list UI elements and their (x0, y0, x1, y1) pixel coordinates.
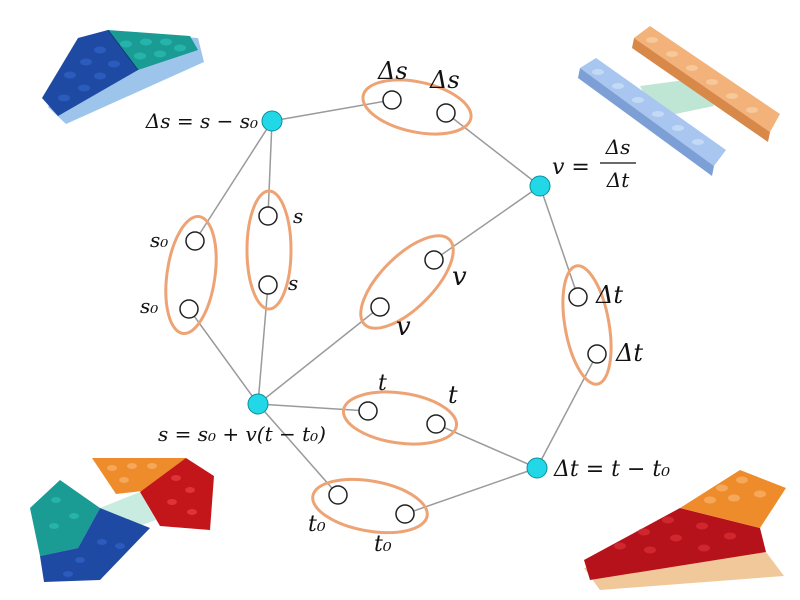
variable-label: v (396, 312, 411, 342)
variable-label: s (288, 271, 298, 295)
edge (435, 423, 538, 469)
variable-node (185, 231, 205, 251)
variable-node (358, 401, 378, 421)
group-ellipse-v (359, 234, 455, 330)
variable-label: v (452, 262, 467, 292)
equation-velocity-numerator: Δs (605, 135, 631, 159)
variable-label: t (378, 371, 387, 396)
equation-velocity-lhs: v = (552, 155, 590, 180)
variable-label: t₀ (374, 532, 392, 557)
brick-base-edge (584, 552, 784, 590)
variable-node (179, 299, 199, 319)
edge (445, 112, 541, 187)
variable-label: Δs (429, 66, 460, 94)
edge (257, 403, 339, 496)
variable-label: t (448, 381, 458, 409)
variable-groups (164, 78, 613, 535)
variable-node (395, 504, 415, 524)
variable-node (258, 206, 278, 226)
edge (536, 353, 598, 469)
edge (539, 185, 579, 298)
brick-illustration-top-right (578, 26, 780, 176)
group-ellipse-s (245, 189, 293, 311)
brick-red-piece (584, 508, 766, 580)
hub-node-velocity (529, 175, 551, 197)
variable-label: s₀ (140, 294, 158, 318)
hub-node-delta-s (261, 110, 283, 132)
brick-illustration-bottom-right (584, 470, 786, 590)
group-ellipse-t (341, 390, 459, 446)
brick-blue-piece (40, 508, 150, 582)
equation-hubs (247, 110, 551, 479)
edge (433, 185, 541, 261)
hub-node-delta-t (526, 457, 548, 479)
variable-node (568, 287, 588, 307)
group-ellipse-s0 (164, 214, 218, 336)
equation-delta-s: Δs = s − s₀ (145, 109, 258, 133)
variable-node (328, 485, 348, 505)
brick-blue-piece (42, 30, 138, 116)
brick-illustration-bottom-left (30, 458, 214, 582)
variable-label: Δt (595, 281, 623, 309)
equation-labels: Δs = s − s₀ v = Δs Δt s = s₀ + v(t − t₀)… (145, 109, 670, 482)
variable-label: Δs (377, 57, 408, 85)
equation-position: s = s₀ + v(t − t₀) (158, 422, 326, 446)
edge (257, 306, 381, 405)
variable-node (424, 250, 444, 270)
hub-node-position (247, 393, 269, 415)
brick-studs (58, 46, 120, 102)
variable-label: t₀ (308, 512, 326, 537)
variable-node (382, 90, 402, 110)
variable-node (370, 297, 390, 317)
variable-node (587, 344, 607, 364)
variable-nodes (179, 90, 607, 524)
variable-label: Δt (615, 339, 643, 367)
variable-label: s (293, 204, 303, 228)
edge (257, 403, 369, 412)
graph-edges (188, 99, 598, 515)
variable-label: s₀ (150, 228, 168, 252)
edge (188, 308, 259, 405)
group-ellipse-ds (361, 78, 473, 136)
variable-node (436, 103, 456, 123)
group-ellipse-t0 (311, 477, 429, 535)
brick-teal-piece (30, 480, 100, 556)
variable-node (258, 275, 278, 295)
variable-node (426, 414, 446, 434)
equation-delta-t: Δt = t − t₀ (553, 457, 670, 482)
variable-labels: Δs Δs s₀ s₀ s s v v Δt Δt t t t₀ t₀ (140, 57, 643, 557)
equation-velocity-denominator: Δt (606, 168, 630, 192)
edge (267, 120, 273, 217)
edge (271, 99, 393, 122)
edge (404, 467, 538, 515)
edge (257, 284, 269, 405)
group-ellipse-dt (561, 264, 613, 386)
brick-illustration-top-left (42, 29, 204, 124)
